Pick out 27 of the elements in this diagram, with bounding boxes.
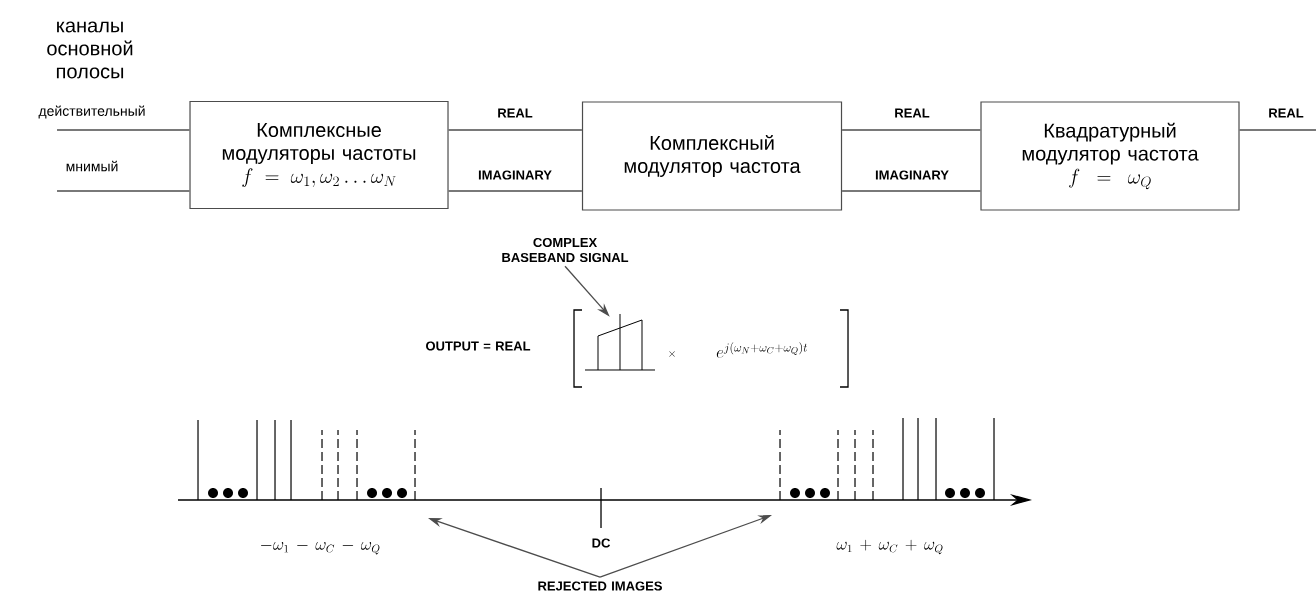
axis-label: $\omega_1 + \omega_C + \omega_Q$	[836, 539, 943, 555]
signal-line	[56, 129, 191, 131]
axis-label: $-\omega_1 - \omega_C - \omega_Q$	[260, 542, 380, 555]
edge-label: мнимый	[66, 160, 118, 172]
modulator-box: Комплексный модулятор частота	[581, 101, 843, 211]
edge-label: действительный	[38, 105, 145, 119]
annotation-text: REJECTED IMAGES	[538, 581, 662, 591]
spectrum-sketch-drawing	[584, 313, 656, 371]
signal-line	[447, 129, 583, 131]
edge-label: REAL	[895, 108, 930, 118]
edge-label: REAL	[1269, 108, 1304, 118]
formula-text: OUTPUT = REAL	[426, 341, 531, 351]
multiply-sign: $\times$	[669, 351, 675, 357]
signal-line	[841, 129, 982, 131]
annotation-text: COMPLEX BASEBAND SIGNAL	[502, 237, 629, 263]
edge-label: IMAGINARY	[478, 170, 552, 180]
signal-line	[841, 190, 982, 192]
axis-label: DC	[592, 538, 611, 548]
signal-line	[447, 190, 583, 192]
signal-line	[56, 190, 191, 192]
signal-line	[1238, 129, 1316, 131]
heading-text: каналы основной полосы	[47, 21, 133, 79]
edge-label: REAL	[498, 108, 533, 118]
modulator-box: Квадратурный модулятор частота $f = \omega_Q$	[980, 101, 1240, 211]
edge-label: IMAGINARY	[875, 170, 949, 180]
modulator-box: Комплексные модуляторы частоты $f = \omega_1, \omega_2 \ldots \omega_N$	[189, 100, 449, 210]
formula-text: $e^{j(\omega_N + \omega_C + \omega_Q)t}$	[716, 342, 808, 358]
